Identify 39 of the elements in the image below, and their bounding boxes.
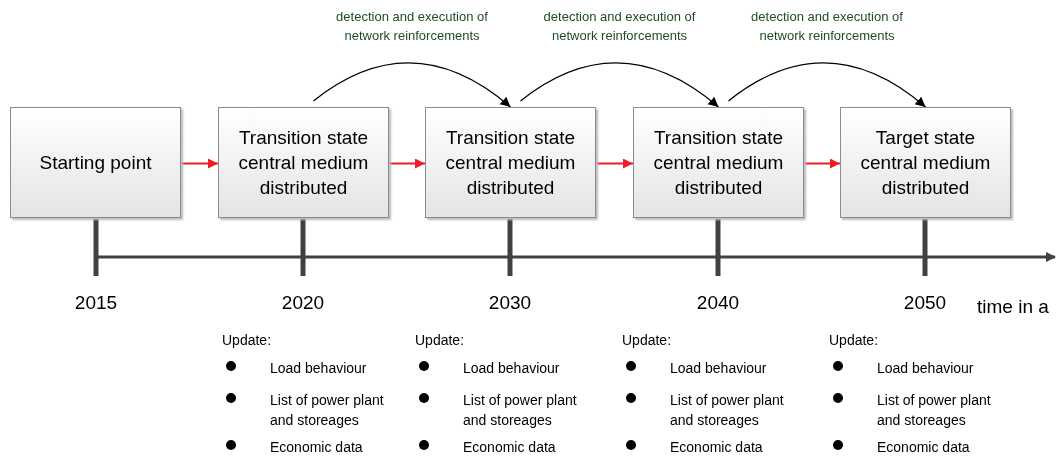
state-box (10, 107, 181, 218)
list-item: Economic data (877, 438, 971, 456)
list-heading: Update: (829, 331, 879, 350)
list-item: List of power plant and storeages (463, 391, 578, 430)
list-item: Load behaviour (270, 359, 368, 378)
list-item: List of power plant and storeages (877, 391, 992, 430)
arrow (595, 158, 634, 169)
arrow (519, 62, 720, 108)
list-heading: Update: (622, 331, 672, 350)
year-label: 2030 (487, 292, 533, 314)
list-heading: Update: (222, 331, 272, 350)
list-item: Economic data (463, 438, 557, 456)
list-item: Load behaviour (463, 359, 561, 378)
list-item: List of power plant and storeages (670, 391, 785, 430)
state-box (840, 107, 1011, 218)
axis-label: time in a (977, 296, 1049, 318)
arrow (312, 62, 512, 108)
state-text: Transition state central medium distributed (237, 126, 370, 200)
state-box (633, 107, 804, 218)
state-box (425, 107, 596, 218)
list-item: Economic data (270, 438, 364, 456)
list-item: List of power plant and storeages (270, 391, 385, 430)
list-item: Load behaviour (877, 359, 975, 378)
arrow (388, 158, 426, 169)
state-text: Starting point (39, 151, 152, 175)
state-text: Transition state central medium distributed (652, 126, 785, 200)
state-text: Target state central medium distributed (859, 126, 992, 200)
arrow (803, 158, 841, 169)
year-label: 2015 (73, 292, 119, 314)
list-heading: Update: (415, 331, 465, 350)
list-item: Economic data (670, 438, 764, 456)
state-text: Transition state central medium distributed (444, 126, 577, 200)
year-label: 2040 (695, 292, 741, 314)
list-item: Load behaviour (670, 359, 768, 378)
arrow (180, 158, 219, 169)
year-label: 2020 (280, 292, 326, 314)
arrow (727, 62, 927, 108)
year-label: 2050 (902, 292, 948, 314)
state-box (218, 107, 389, 218)
